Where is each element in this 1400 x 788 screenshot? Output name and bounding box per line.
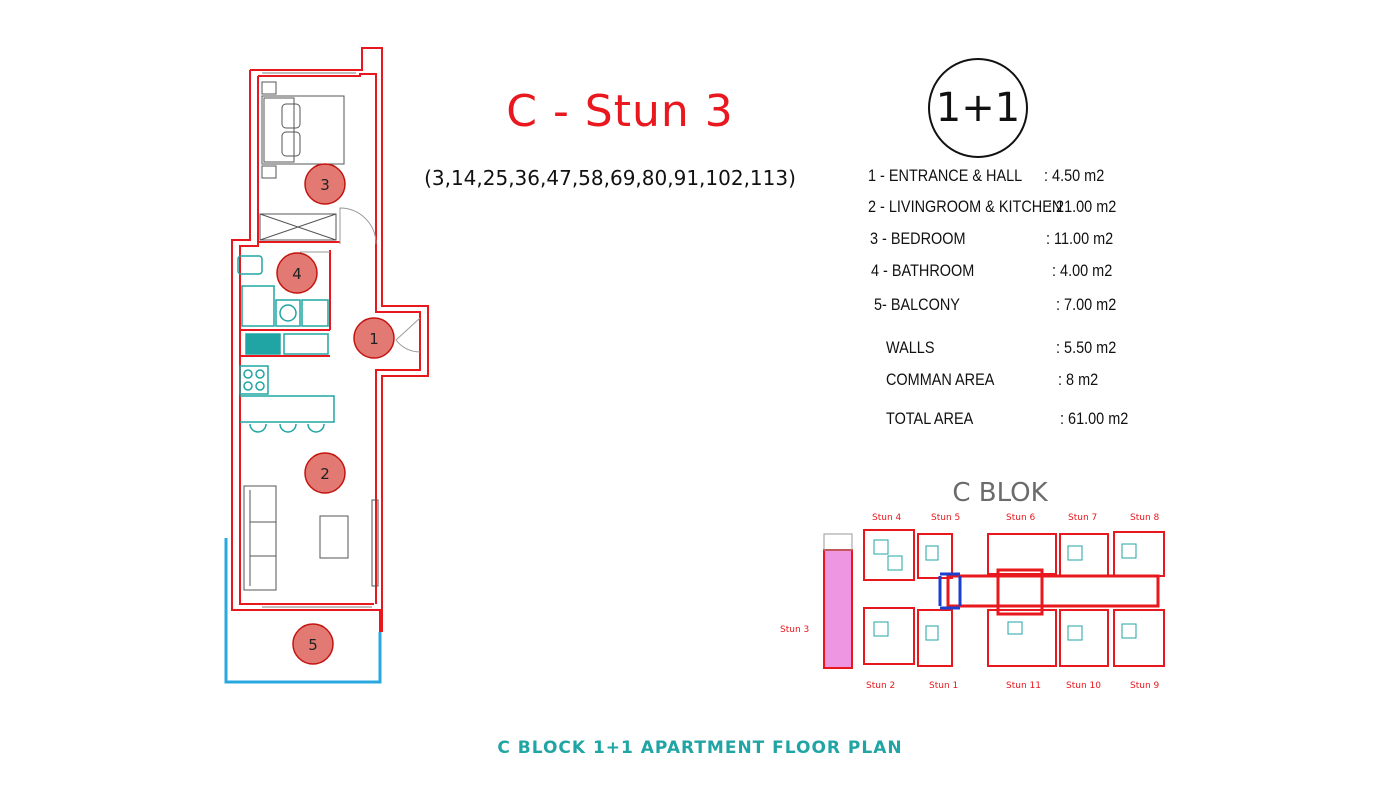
room-label: 1 - ENTRANCE & HALL [868, 166, 1023, 185]
total-area: : 61.00 m2 [1060, 409, 1129, 428]
room-label: 2 - LIVINGROOM & KITCHEN [868, 197, 1063, 216]
total-label: WALLS [886, 338, 935, 357]
bathroom-fixtures [237, 255, 329, 327]
block-unit-label: Stun 5 [931, 513, 961, 523]
block-unit-label: Stun 1 [929, 681, 959, 691]
room-marker-5: 5 [292, 623, 334, 665]
block-unit-label: Stun 11 [1006, 681, 1041, 691]
block-unit-label: Stun 7 [1068, 513, 1098, 523]
living-furniture [243, 485, 379, 591]
room-markers: 3 4 1 2 5 [276, 163, 395, 665]
total-label: TOTAL AREA [886, 409, 974, 428]
apartment-type-label: 1+1 [935, 85, 1021, 131]
room-label: 5- BALCONY [874, 295, 960, 314]
interior-walls [240, 241, 340, 357]
block-title: C BLOK [952, 478, 1048, 508]
apartment-type-badge: 1+1 [928, 58, 1028, 158]
block-units-lower [863, 607, 1165, 667]
floor-plan-caption: C BLOCK 1+1 APARTMENT FLOOR PLAN [497, 738, 903, 758]
svg-text:1: 1 [369, 330, 379, 348]
door-swings [300, 207, 421, 353]
block-fixtures [873, 539, 1137, 641]
room-marker-1: 1 [353, 317, 395, 359]
room-area: : 7.00 m2 [1056, 295, 1117, 314]
block-key-plan [823, 529, 1165, 669]
block-unit-label: Stun 9 [1130, 681, 1160, 691]
block-unit-label: Stun 6 [1006, 513, 1036, 523]
total-area: : 8 m2 [1058, 370, 1099, 389]
unit-numbers-list: (3,14,25,36,47,58,69,80,91,102,113) [424, 166, 796, 190]
svg-text:3: 3 [320, 176, 330, 194]
exterior-walls [231, 47, 429, 632]
plan-title: C - Stun 3 [506, 86, 734, 137]
block-unit-label: Stun 8 [1130, 513, 1160, 523]
room-label: 4 - BATHROOM [871, 261, 975, 280]
block-unit-label-highlighted: Stun 3 [780, 625, 810, 635]
block-corridor [946, 568, 1160, 616]
wardrobe [259, 213, 337, 241]
svg-text:5: 5 [308, 636, 318, 654]
room-area: : 4.00 m2 [1052, 261, 1113, 280]
block-unit-label: Stun 2 [866, 681, 896, 691]
apartment-floor-plan: 3 4 1 2 5 [224, 47, 429, 684]
block-unit-label: Stun 4 [872, 513, 902, 523]
room-area: : 11.00 m2 [1046, 229, 1114, 248]
block-stairs [938, 572, 962, 610]
room-marker-2: 2 [304, 452, 346, 494]
highlighted-unit-stun-3 [823, 549, 853, 669]
svg-text:4: 4 [292, 265, 302, 283]
total-label: COMMAN AREA [886, 370, 995, 389]
bed [261, 81, 345, 179]
total-area: : 5.50 m2 [1056, 338, 1117, 357]
block-side-box [823, 533, 853, 551]
room-label: 3 - BEDROOM [870, 229, 966, 248]
block-units-upper [863, 529, 1165, 581]
room-area: : 4.50 m2 [1044, 166, 1105, 185]
block-unit-label: Stun 10 [1066, 681, 1101, 691]
room-marker-3: 3 [304, 163, 346, 205]
kitchen-fixtures [239, 333, 335, 433]
room-area: : 21.00 m2 [1048, 197, 1117, 216]
balcony-outline [224, 538, 382, 684]
windows [262, 72, 372, 608]
svg-text:2: 2 [320, 465, 330, 483]
room-marker-4: 4 [276, 252, 318, 294]
